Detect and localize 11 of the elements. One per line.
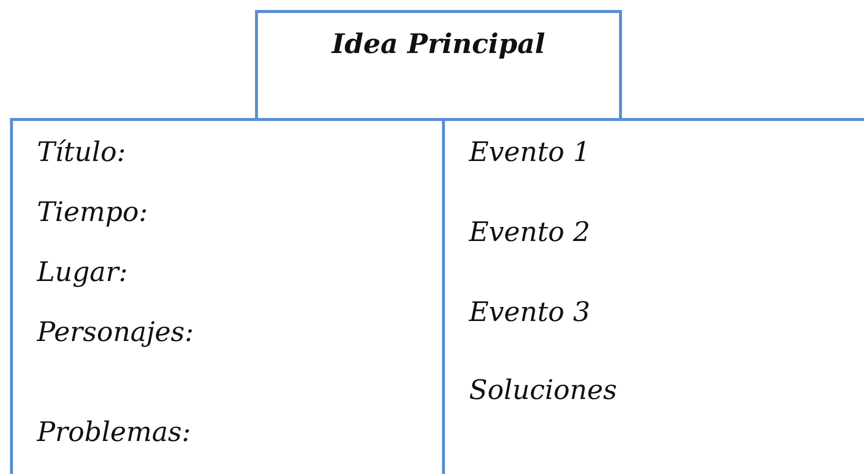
prompt-label: Título: — [37, 137, 126, 170]
prompt-label: Personajes: — [37, 317, 194, 350]
prompt-label: Evento 1 — [469, 137, 590, 170]
prompt-label: Problemas: — [37, 417, 191, 450]
heading: Idea Principal — [330, 29, 546, 62]
prompt-label: Tiempo: — [37, 197, 148, 230]
prompt-label: Soluciones — [469, 375, 618, 408]
prompt-label: Evento 2 — [469, 217, 590, 250]
prompt-label: Evento 3 — [469, 297, 590, 330]
prompt-label: Lugar: — [37, 257, 128, 290]
heading-box — [255, 10, 622, 121]
